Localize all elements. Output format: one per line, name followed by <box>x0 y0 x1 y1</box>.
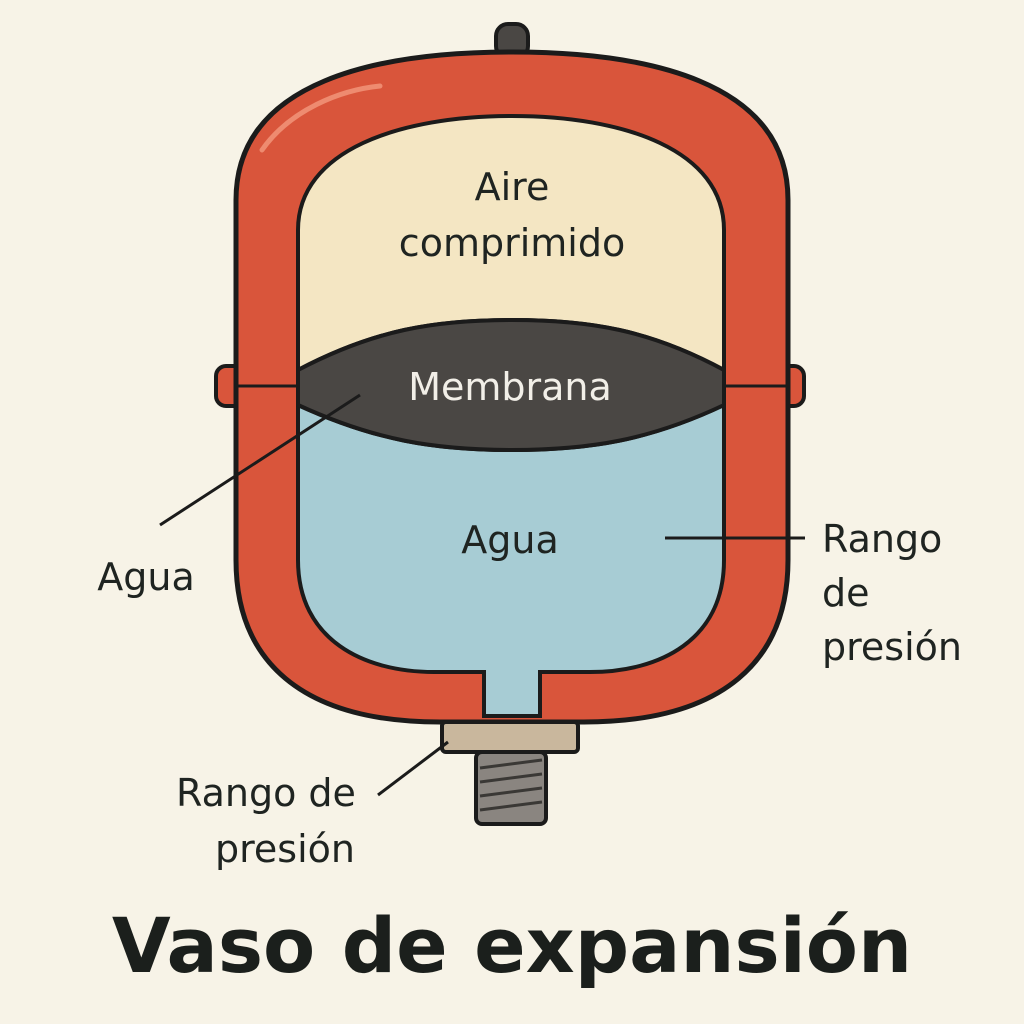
air-label-line2: comprimido <box>399 221 625 265</box>
threaded-connector <box>474 750 548 826</box>
callout-bottom-line1: Rango de <box>176 771 356 815</box>
air-label-line1: Aire <box>475 165 550 209</box>
membrane <box>296 317 726 453</box>
leader-left <box>159 393 361 527</box>
thread-lines <box>479 758 543 812</box>
membrane-label: Membrana <box>408 365 612 409</box>
diagram-title: Vaso de expansión <box>112 901 912 990</box>
water-label: Agua <box>461 518 559 562</box>
callout-right-line1: Rango <box>822 517 942 561</box>
callout-left-label: Agua <box>97 555 195 599</box>
leader-bottom <box>377 740 449 797</box>
fitting-nut <box>440 720 580 754</box>
callout-right-line3: presión <box>822 625 962 669</box>
callout-right-line2: de <box>822 571 870 615</box>
shell-highlight <box>259 83 383 153</box>
callout-bottom-line2: presión <box>215 827 355 871</box>
